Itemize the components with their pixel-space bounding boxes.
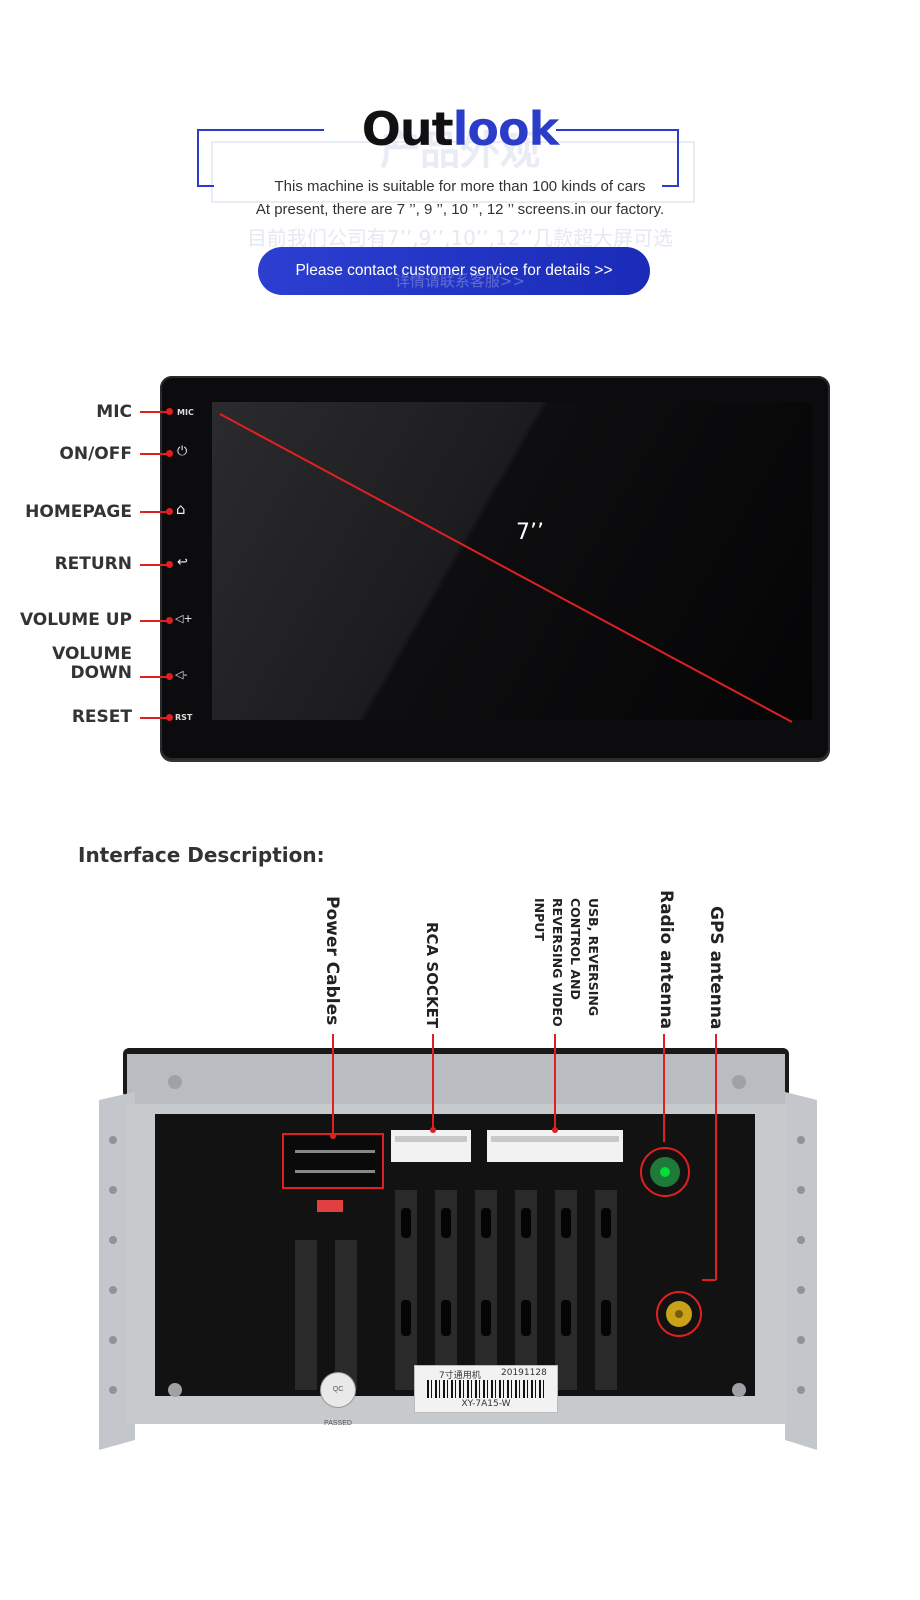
callout-line (140, 511, 170, 513)
label-gps-antenna: GPS antenna (706, 906, 726, 1030)
ghost-title: 产品外观 (380, 128, 540, 174)
label-volume-up: VOLUME UP (19, 610, 132, 630)
callout-line (140, 620, 170, 622)
callout-dot (166, 673, 173, 680)
ghost-contact-text: 详情请联系客服>> (394, 272, 526, 290)
reset-icon[interactable]: RST (175, 713, 193, 722)
display-screen (212, 402, 812, 720)
callout-line (140, 453, 170, 455)
compatibility-text: This machine is suitable for more than 1… (274, 178, 646, 195)
power-icon[interactable]: ⏻ (177, 444, 188, 459)
label-volume-down: VOLUME DOWN (52, 644, 132, 683)
callout-line (140, 411, 170, 413)
title-bracket (197, 129, 679, 187)
qc-stamp: QC PASSED (320, 1372, 356, 1427)
label-power-cables: Power Cables (322, 896, 342, 1026)
label-reset: RESET (71, 707, 132, 727)
callout-dot (166, 617, 173, 624)
label-homepage: HOMEPAGE (25, 502, 132, 522)
diagonal-line (219, 413, 793, 723)
title-part-blue: look (452, 102, 560, 156)
ghost-subtitle: 目前我们公司有7’’,9’’,10’’,12’’几款超大屏可选 (246, 226, 674, 250)
sticker-model: XY-7A15-W (461, 1399, 511, 1409)
contact-button[interactable]: Please contact customer service for deta… (258, 247, 650, 295)
title-part-dark: Out (361, 102, 454, 156)
sticker-name: 7寸通用机 (439, 1371, 481, 1381)
callout-line (140, 717, 170, 719)
callout-line (140, 564, 170, 566)
label-radio-antenna: Radio antenna (656, 890, 676, 1030)
return-icon[interactable]: ↩ (177, 555, 188, 570)
callout-dot (166, 408, 173, 415)
home-icon[interactable]: ⌂ (176, 500, 186, 518)
callout-dot (166, 561, 173, 568)
callout-line (140, 676, 170, 678)
model-sticker: 7寸通用机 20191128 XY-7A15-W (414, 1365, 558, 1413)
port-callouts (330, 1034, 717, 1281)
sticker-date: 20191128 (501, 1368, 547, 1378)
interface-title: Interface Description: (78, 843, 325, 867)
callout-dot (166, 714, 173, 721)
ghost-frame (211, 141, 695, 203)
mic-icon[interactable]: MIC (177, 408, 194, 417)
label-usb-reversing: USB, REVERSING CONTROL AND REVERSING VID… (532, 898, 601, 1027)
callout-dot (166, 450, 173, 457)
screen-size-label: 7’’ (516, 520, 544, 545)
volume-down-icon[interactable]: ◁- (175, 668, 188, 681)
page-title: Outlook (0, 102, 920, 156)
screens-text: At present, there are 7 ’’, 9 ’’, 10 ’’,… (255, 201, 665, 218)
label-on-off: ON/OFF (59, 444, 132, 464)
barcode (427, 1380, 545, 1398)
volume-up-icon[interactable]: ◁+ (175, 612, 193, 625)
label-mic: MIC (96, 402, 132, 422)
callout-dot (166, 508, 173, 515)
label-rca-socket: RCA SOCKET (423, 922, 441, 1029)
label-return: RETURN (54, 554, 132, 574)
